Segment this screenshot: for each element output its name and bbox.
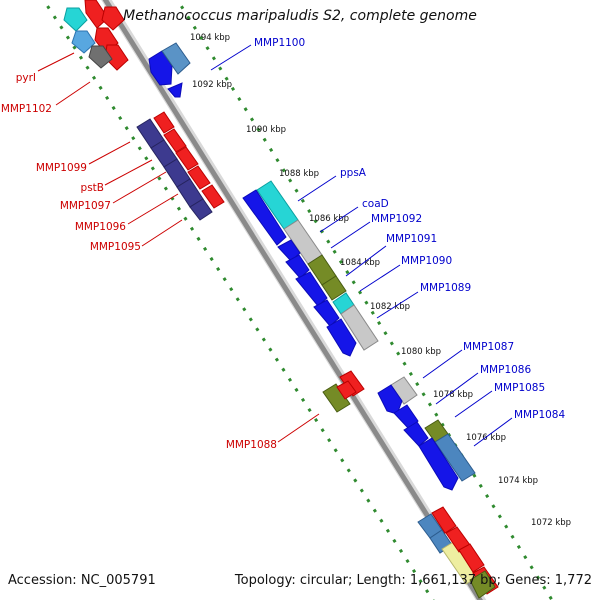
feature-group-mmp1088 bbox=[322, 370, 365, 413]
feature-group-top-left bbox=[63, 0, 129, 71]
leader-line bbox=[88, 141, 131, 165]
leader-line bbox=[473, 417, 513, 447]
accession-label: Accession: NC_005791 bbox=[8, 573, 156, 588]
gene-label-left[interactable]: MMP1099 bbox=[36, 162, 87, 174]
scale-label: 1090 kbp bbox=[246, 125, 286, 135]
gene-arrow[interactable] bbox=[418, 437, 459, 491]
gene-label-left[interactable]: pstB bbox=[81, 182, 104, 194]
gene-arrow[interactable] bbox=[295, 271, 328, 307]
left-gene-labels: pyrI MMP1102 MMP1099 pstB MMP1097 MMP109… bbox=[1, 52, 320, 451]
leader-line bbox=[127, 193, 179, 225]
leader-line bbox=[454, 390, 493, 418]
gene-arrow[interactable] bbox=[322, 383, 351, 413]
gene-label-right[interactable]: MMP1086 bbox=[480, 364, 531, 376]
gene-arrow[interactable] bbox=[469, 570, 496, 599]
gene-arrow[interactable] bbox=[321, 275, 347, 301]
leader-line bbox=[277, 413, 320, 443]
leader-line bbox=[55, 81, 91, 106]
leader-line bbox=[319, 206, 359, 233]
gene-arrow[interactable] bbox=[88, 45, 113, 69]
gene-arrow[interactable] bbox=[277, 239, 301, 262]
gene-label-left[interactable]: MMP1102 bbox=[1, 103, 52, 115]
gene-label-right[interactable]: MMP1089 bbox=[420, 282, 471, 294]
feature-group-mmp1087-1084 bbox=[377, 376, 476, 491]
right-gene-labels: MMP1100 ppsA coaD MMP1092 MMP1091 MMP109… bbox=[210, 37, 565, 447]
gene-label-right[interactable]: MMP1092 bbox=[371, 213, 422, 225]
gene-arrow[interactable] bbox=[242, 189, 287, 246]
gene-label-right[interactable]: MMP1100 bbox=[254, 37, 305, 49]
gene-label-right[interactable]: MMP1085 bbox=[494, 382, 545, 394]
feature-track-guide-1 bbox=[41, 0, 438, 604]
gene-arrow[interactable] bbox=[458, 543, 485, 573]
gene-arrow[interactable] bbox=[336, 380, 357, 400]
gene-arrow[interactable] bbox=[285, 254, 310, 279]
leader-line bbox=[141, 219, 183, 247]
leader-line bbox=[297, 175, 337, 202]
scale-label: 1080 kbp bbox=[401, 347, 441, 357]
gene-label-right[interactable]: ppsA bbox=[340, 167, 367, 179]
gene-arrow[interactable] bbox=[377, 384, 403, 415]
gene-label-left[interactable]: MMP1088 bbox=[226, 439, 277, 451]
feature-track-guide-2 bbox=[175, 0, 557, 604]
leader-line bbox=[376, 291, 419, 319]
feature-group-central bbox=[242, 180, 379, 357]
gene-arrow[interactable] bbox=[326, 318, 357, 357]
scale-label: 1078 kbp bbox=[433, 390, 473, 400]
gene-arrow[interactable] bbox=[393, 404, 419, 430]
gene-label-right[interactable]: MMP1084 bbox=[514, 409, 565, 421]
gene-arrow[interactable] bbox=[71, 30, 96, 54]
gene-arrow[interactable] bbox=[189, 198, 213, 221]
feature-group-mmp1100 bbox=[148, 42, 191, 98]
scale-label: 1084 kbp bbox=[340, 258, 380, 268]
gene-label-right[interactable]: MMP1090 bbox=[401, 255, 452, 267]
gene-arrow[interactable] bbox=[101, 6, 125, 31]
gene-arrow[interactable] bbox=[161, 42, 191, 75]
gene-arrow[interactable] bbox=[403, 421, 429, 447]
feature-group-bottom bbox=[417, 506, 499, 599]
leader-line bbox=[210, 44, 252, 71]
scale-label: 1092 kbp bbox=[192, 80, 232, 90]
gene-label-right[interactable]: coaD bbox=[362, 198, 389, 210]
scale-label: 1072 kbp bbox=[531, 518, 571, 528]
leader-line bbox=[104, 159, 153, 186]
leader-line bbox=[345, 245, 387, 277]
gene-label-left[interactable]: MMP1097 bbox=[60, 200, 111, 212]
scale-label: 1086 kbp bbox=[309, 214, 349, 224]
leader-line bbox=[435, 372, 479, 405]
gene-arrow[interactable] bbox=[431, 506, 457, 534]
gene-arrow[interactable] bbox=[63, 7, 88, 32]
gene-arrow[interactable] bbox=[167, 82, 183, 98]
scale-label: 1076 kbp bbox=[466, 433, 506, 443]
topology-label: Topology: circular; Length: 1,661,137 bp… bbox=[234, 573, 592, 588]
feature-group-mmp1099-1095 bbox=[136, 111, 225, 221]
genome-backbone bbox=[102, 0, 486, 604]
gene-label-left[interactable]: MMP1095 bbox=[90, 241, 141, 253]
scale-label: 1088 kbp bbox=[279, 169, 319, 179]
gene-arrow[interactable] bbox=[153, 111, 175, 134]
gene-arrow[interactable] bbox=[187, 165, 211, 190]
gene-arrow[interactable] bbox=[163, 128, 187, 153]
scale-label: 1082 kbp bbox=[370, 302, 410, 312]
scale-label: 1094 kbp bbox=[190, 33, 230, 43]
gene-arrow[interactable] bbox=[313, 299, 340, 327]
scale-labels: 1094 kbp 1092 kbp 1090 kbp 1088 kbp 1086… bbox=[190, 33, 571, 528]
leader-line bbox=[37, 52, 75, 72]
gene-label-left[interactable]: MMP1096 bbox=[75, 221, 126, 233]
gene-label-right[interactable]: MMP1087 bbox=[463, 341, 514, 353]
leader-line bbox=[112, 171, 167, 204]
leader-line bbox=[330, 221, 371, 249]
gene-arrow[interactable] bbox=[201, 184, 225, 209]
scale-label: 1074 kbp bbox=[498, 476, 538, 486]
gene-arrow[interactable] bbox=[340, 304, 379, 351]
gene-label-left[interactable]: pyrI bbox=[16, 72, 36, 84]
gene-arrow[interactable] bbox=[84, 0, 109, 29]
gene-arrow[interactable] bbox=[434, 433, 476, 482]
map-title: Methanococcus maripaludis S2, complete g… bbox=[123, 8, 477, 24]
gene-arrow[interactable] bbox=[175, 146, 199, 171]
leader-line bbox=[359, 264, 401, 292]
leader-line bbox=[422, 349, 463, 379]
gene-label-right[interactable]: MMP1091 bbox=[386, 233, 437, 245]
